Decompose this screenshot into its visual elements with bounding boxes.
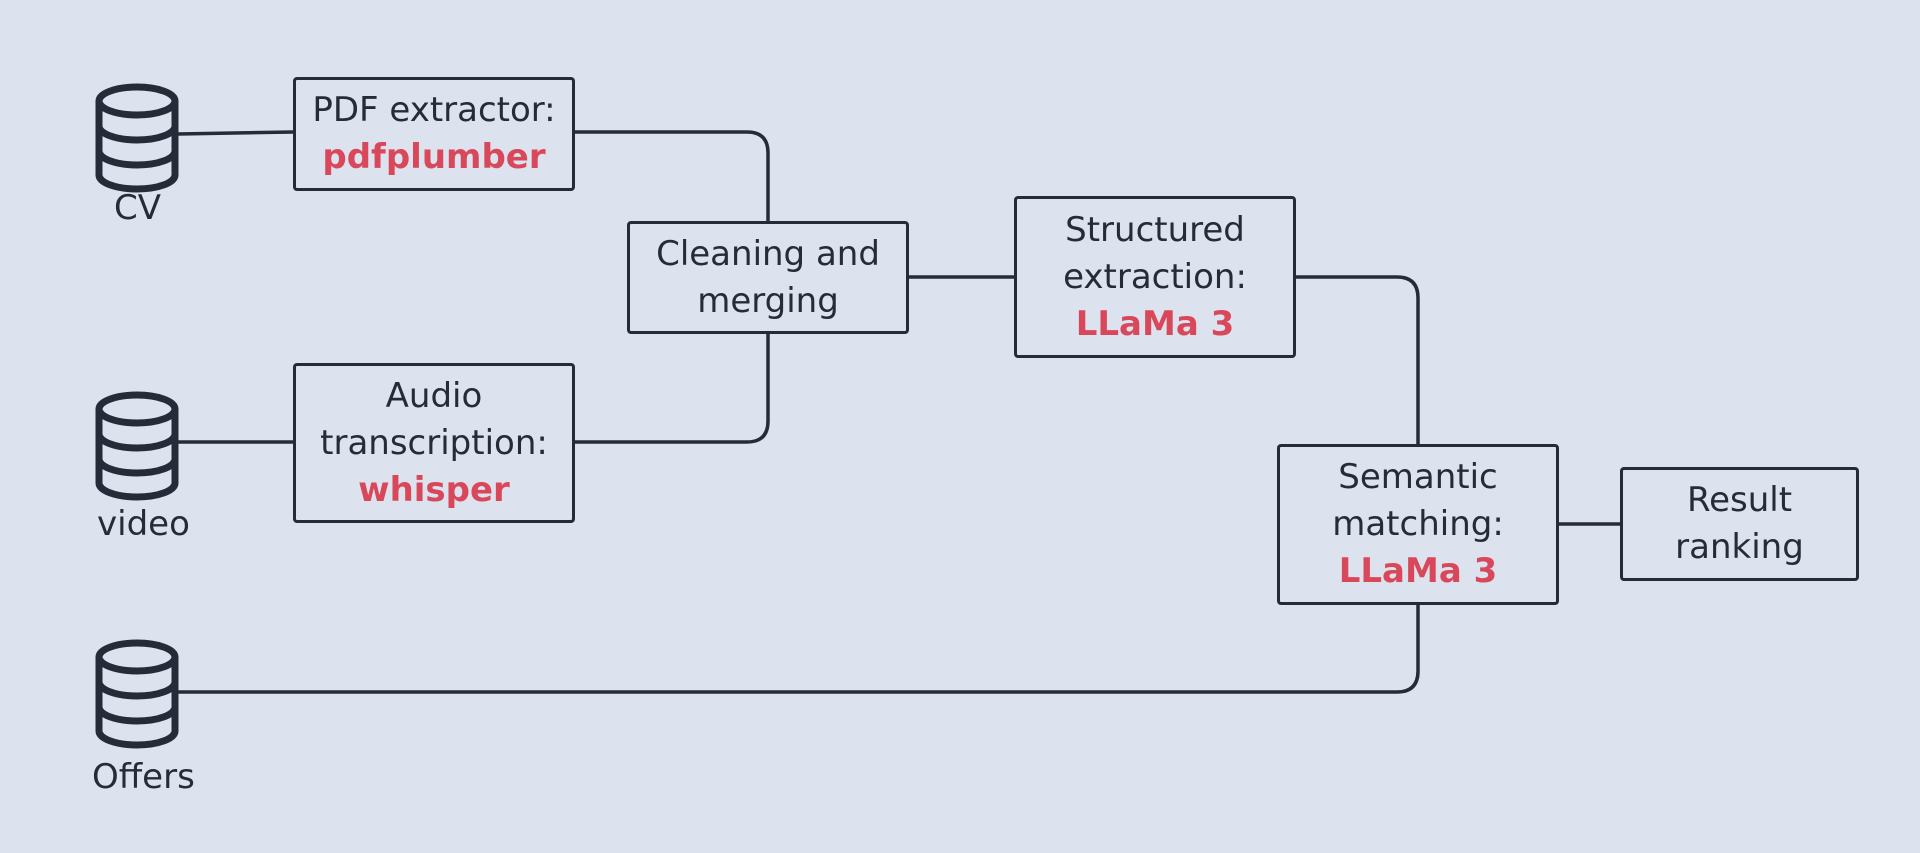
node-title: PDF extractor: [312,90,556,130]
node-cleaning-merging: Cleaning and merging [627,221,909,334]
node-title: ranking [1675,527,1804,567]
node-tool: whisper [358,469,510,510]
edge-audio-transcription-to-cleaning [571,330,770,444]
node-structured-extraction: Structured extraction: LLaMa 3 [1014,196,1296,358]
database-icon [95,639,179,749]
node-title: Result [1686,480,1793,520]
edge-offers-to-semantic-matching [176,601,1420,694]
node-title: Semantic [1338,457,1498,497]
database-icon [95,83,179,193]
edge-pdf-extractor-to-cleaning [571,130,770,224]
node-title: Cleaning and [656,233,880,274]
node-title: extraction: [1063,256,1247,297]
node-audio-transcription: Audio transcription: whisper [293,363,575,523]
source-label-offers: Offers [92,757,195,797]
node-title: matching: [1332,504,1504,544]
node-tool: LLaMa 3 [1338,551,1498,591]
node-pdf-extractor: PDF extractor: pdfplumber [293,77,575,191]
node-title: transcription: [320,422,548,463]
node-title: Structured [1065,209,1245,250]
edge-cv-to-pdf-extractor [176,130,295,136]
node-result-ranking: Result ranking [1620,467,1859,581]
node-tool: LLaMa 3 [1075,303,1235,344]
source-label-cv: CV [114,188,161,228]
node-semantic-matching: Semantic matching: LLaMa 3 [1277,444,1559,605]
database-icon [95,391,179,501]
node-title: Audio [385,375,483,416]
node-title: merging [697,280,839,321]
source-label-video: video [97,504,190,544]
node-tool: pdfplumber [322,137,546,177]
edge-structured-extraction-to-semantic-matching [1293,275,1420,447]
